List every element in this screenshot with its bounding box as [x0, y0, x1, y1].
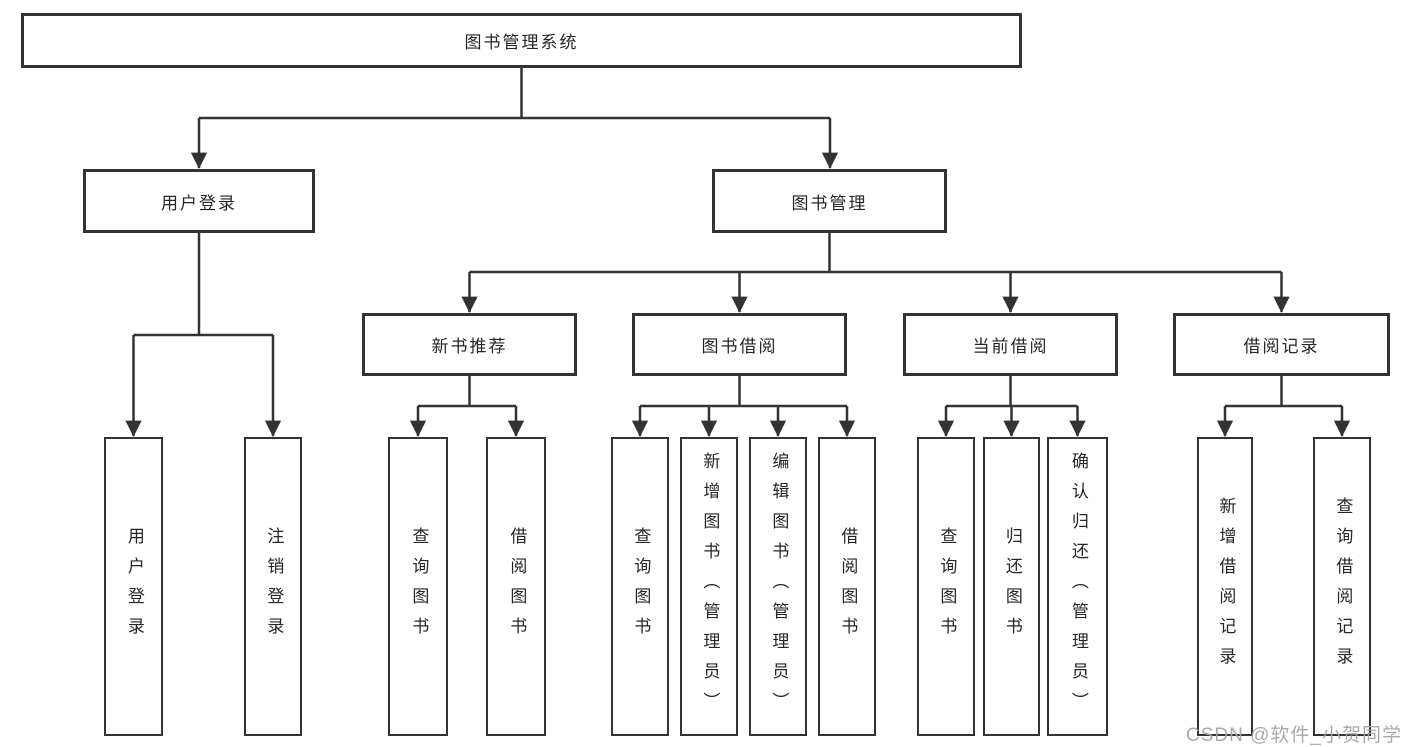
leaf-add-book-admin-label: 新增图书（管理员） [700, 451, 720, 722]
leaf-confirm-return-admin: 确认归还（管理员） [1047, 437, 1108, 736]
leaf-query-books-2-label: 查询图书 [631, 526, 651, 647]
leaf-logout-label: 注销登录 [264, 526, 284, 647]
node-new-book-recommend-label: 新书推荐 [431, 337, 508, 356]
leaf-logout: 注销登录 [244, 437, 302, 736]
node-book-management-label: 图书管理 [791, 193, 868, 213]
node-borrow-record-label: 借阅记录 [1243, 337, 1320, 356]
node-new-book-recommend: 新书推荐 [362, 313, 577, 376]
node-root: 图书管理系统 [21, 13, 1022, 68]
leaf-return-book: 归还图书 [983, 437, 1040, 736]
leaf-query-books-3-label: 查询图书 [937, 526, 957, 647]
node-book-borrow: 图书借阅 [632, 313, 847, 376]
node-book-borrow-label: 图书借阅 [701, 337, 778, 356]
leaf-borrow-books-2-label: 借阅图书 [838, 526, 858, 647]
leaf-query-books-1: 查询图书 [388, 437, 448, 736]
leaf-confirm-return-admin-label: 确认归还（管理员） [1068, 451, 1088, 722]
leaf-borrow-books-1-label: 借阅图书 [507, 526, 527, 647]
leaf-query-borrow-record: 查询借阅记录 [1313, 437, 1371, 736]
leaf-query-books-1-label: 查询图书 [409, 526, 429, 647]
node-current-borrow-label: 当前借阅 [972, 337, 1049, 356]
leaf-user-login: 用户登录 [104, 437, 163, 736]
leaf-add-borrow-record-label: 新增借阅记录 [1216, 496, 1236, 677]
watermark: CSDN @软件_小贺同学 [1186, 725, 1402, 746]
leaf-return-book-label: 归还图书 [1002, 526, 1022, 647]
leaf-query-borrow-record-label: 查询借阅记录 [1333, 496, 1353, 677]
leaf-edit-book-admin-label: 编辑图书（管理员） [769, 451, 789, 722]
leaf-borrow-books-1: 借阅图书 [486, 437, 546, 736]
leaf-edit-book-admin: 编辑图书（管理员） [749, 437, 807, 736]
leaf-add-borrow-record: 新增借阅记录 [1197, 437, 1253, 736]
node-user-login: 用户登录 [83, 169, 315, 233]
leaf-add-book-admin: 新增图书（管理员） [680, 437, 738, 736]
node-borrow-record: 借阅记录 [1173, 313, 1390, 376]
node-current-borrow: 当前借阅 [903, 313, 1118, 376]
node-book-management: 图书管理 [712, 169, 947, 233]
leaf-user-login-label: 用户登录 [124, 526, 144, 647]
node-root-label: 图书管理系统 [464, 33, 579, 52]
leaf-query-books-3: 查询图书 [917, 437, 975, 736]
leaf-query-books-2: 查询图书 [611, 437, 669, 736]
node-user-login-label: 用户登录 [161, 193, 237, 213]
leaf-borrow-books-2: 借阅图书 [818, 437, 876, 736]
